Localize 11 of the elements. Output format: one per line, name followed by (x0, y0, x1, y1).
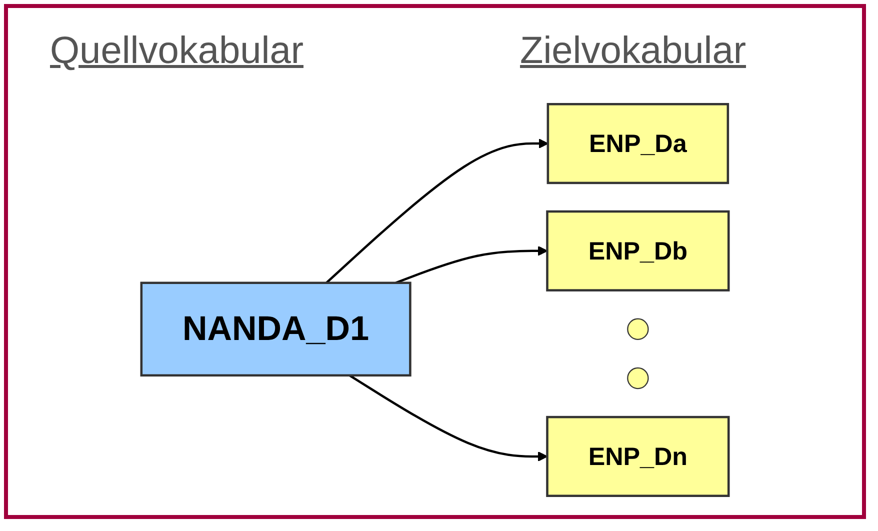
column-heading: Zielvokabular (520, 30, 746, 73)
node-box: NANDA_D1 (140, 282, 412, 377)
arrow (395, 246, 548, 284)
node-circle (627, 318, 649, 340)
node-box: ENP_Db (546, 210, 730, 292)
column-heading: Quellvokabular (50, 30, 304, 73)
node-circle (627, 367, 649, 390)
arrow (326, 138, 548, 284)
arrow (348, 374, 548, 462)
node-box: ENP_Da (546, 103, 730, 184)
node-box: ENP_Dn (546, 416, 730, 497)
